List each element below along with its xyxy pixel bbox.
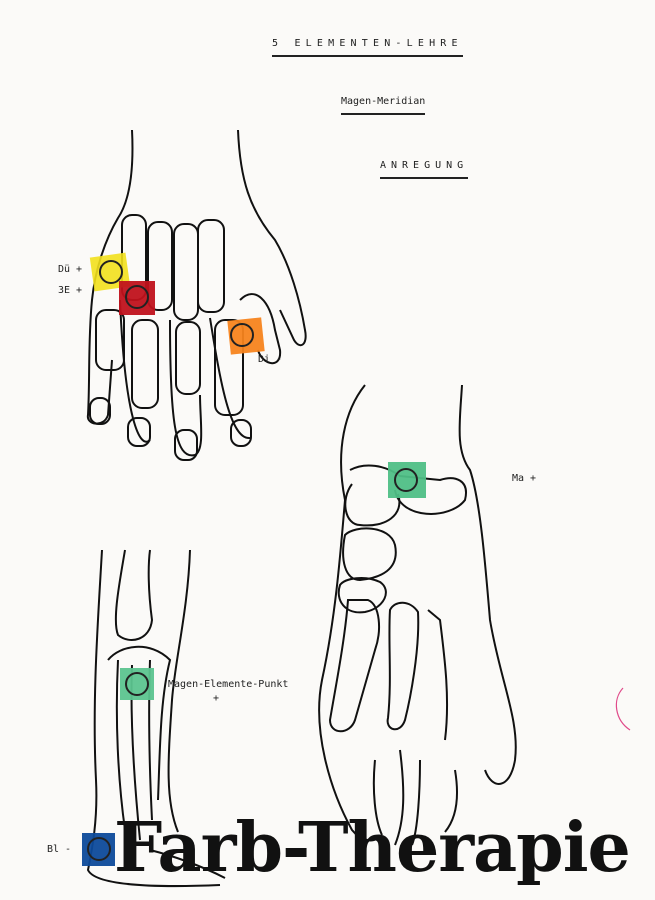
label-bl: Bl - [47,844,72,855]
foot-skeleton-drawing [318,384,517,846]
label-3e: 3E + [58,285,83,296]
label-due: Dü + [58,264,83,275]
label-magen-elemente-sign: + [213,693,220,704]
leg-skeleton-drawing [86,549,226,888]
meridian-heading: Magen-Meridian [341,96,426,115]
label-magen-elemente-punkt: Magen-Elemente-Punkt [168,679,289,690]
acupoint-circle-icon [230,323,254,347]
label-di: Di - [258,354,283,365]
acupoint-circle-icon [394,468,418,492]
acupoint-circle-icon [99,260,123,284]
acupoint-circle-icon [87,837,111,861]
acupoint-circle-icon [125,285,149,309]
page-title: 5 ELEMENTEN-LEHRE [272,38,463,57]
label-ma: Ma + [512,473,537,484]
footer-title: Farb-Therapie [114,808,631,888]
acupoint-circle-icon [125,672,149,696]
pink-mark-drawing [615,687,631,731]
mode-heading: ANREGUNG [380,160,469,179]
